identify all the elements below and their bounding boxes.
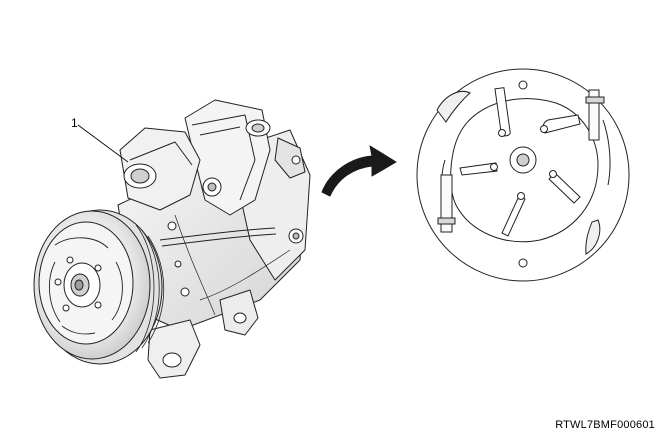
- callout-leader-line: [77, 124, 129, 163]
- pulley: [33, 209, 165, 365]
- compressor-illustration: [33, 99, 311, 379]
- clutch-plate-detail-view: [416, 68, 630, 282]
- figure-code: RTWL7BMF000601: [555, 419, 655, 431]
- curved-arrow-icon: [321, 145, 397, 197]
- callout-number-1: 1: [71, 116, 78, 130]
